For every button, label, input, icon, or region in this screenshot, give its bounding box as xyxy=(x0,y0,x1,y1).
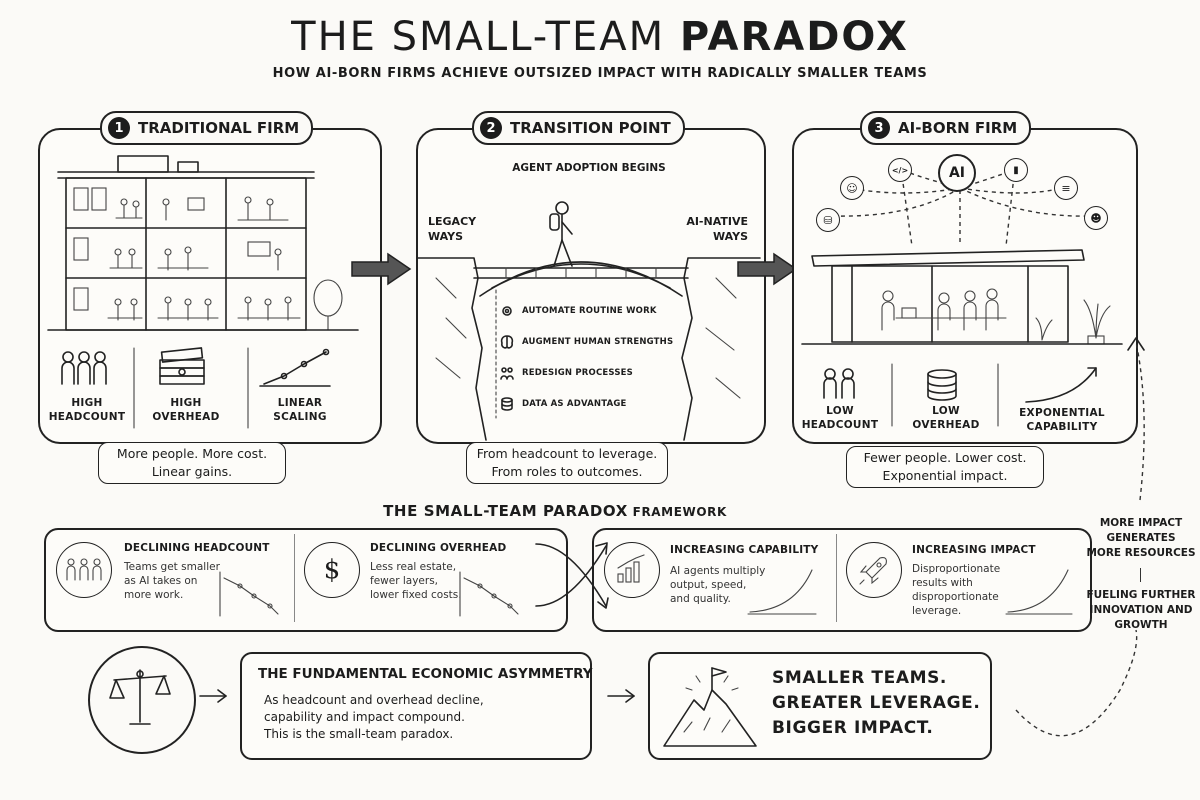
user-icon: ☻ xyxy=(1084,206,1108,230)
caption-transition: From headcount to leverage.From roles to… xyxy=(466,442,668,484)
modern-office-illustration xyxy=(801,249,1123,345)
people-icon xyxy=(61,351,107,385)
bridge-item-redesign: REDESIGN PROCESSES xyxy=(522,368,633,378)
declining-chart-icon xyxy=(459,571,519,617)
page-subtitle: HOW AI-BORN FIRMS ACHIEVE OUTSIZED IMPAC… xyxy=(272,66,928,81)
growth-bars-glyph xyxy=(617,554,645,583)
walking-person xyxy=(549,201,573,267)
caption-traditional: More people. More cost.Linear gains. xyxy=(98,442,286,484)
step-number-3: 3 xyxy=(868,117,890,139)
card-increasing-capability-heading: INCREASING CAPABILITY xyxy=(670,544,819,556)
card-declining-headcount-heading: DECLINING HEADCOUNT xyxy=(124,542,270,554)
coin-stack-icon xyxy=(927,369,957,401)
asymmetry-text: As headcount and overhead decline,capabi… xyxy=(264,693,484,741)
step-number-1: 1 xyxy=(108,117,130,139)
ai-hub-icon: AI xyxy=(938,154,976,192)
page-title: THE SMALL-TEAM PARADOX xyxy=(291,14,909,60)
panel-transition-point xyxy=(416,128,766,444)
rocket-glyph xyxy=(859,557,887,585)
panel-title-ai-born: 3 AI-BORN FIRM xyxy=(860,111,1032,145)
exponential-curve-icon xyxy=(1025,367,1097,403)
database-icon: ⛁ xyxy=(816,208,840,232)
declining-chart-icon xyxy=(219,571,279,617)
database-icon xyxy=(501,397,513,411)
framework-divider xyxy=(836,534,837,622)
divider-lines-panel3 xyxy=(891,363,999,427)
rising-curve-icon xyxy=(747,569,817,615)
ai-network-lines xyxy=(831,169,1093,247)
panel-title-traditional: 1 TRADITIONAL FIRM xyxy=(100,111,314,145)
label-agent-adoption: AGENT ADOPTION BEGINS xyxy=(512,162,666,174)
arrow-right-icon xyxy=(199,689,227,703)
process-people-icon xyxy=(500,367,514,380)
gear-icon xyxy=(502,306,512,316)
office-building-illustration xyxy=(47,155,359,331)
caption-ai-born: Fewer people. Lower cost.Exponential imp… xyxy=(846,446,1044,488)
bridge-cliff-illustration xyxy=(417,201,761,441)
asymmetry-title: THE FUNDAMENTAL ECONOMIC ASYMMETRY xyxy=(258,666,593,682)
bridge-item-augment: AUGMENT HUMAN STRENGTHS xyxy=(522,337,674,347)
crossing-arrows xyxy=(535,542,609,609)
arrow-right-icon xyxy=(607,689,635,703)
robot-icon: ☺ xyxy=(840,176,864,200)
framework-divider xyxy=(294,534,295,622)
feedback-loop-arrow xyxy=(1015,337,1145,737)
bar-chart-icon: ▮ xyxy=(1004,158,1028,182)
bridge-item-automate: AUTOMATE ROUTINE WORK xyxy=(522,306,657,316)
feedback-divider xyxy=(1140,568,1141,582)
conclusion-text: SMALLER TEAMS.GREATER LEVERAGE.BIGGER IM… xyxy=(772,668,981,738)
dollar-icon: $ xyxy=(304,542,360,598)
linear-scaling-chart-icon xyxy=(259,348,331,387)
panel-traditional-firm xyxy=(38,128,382,444)
scale-balance-icon xyxy=(88,646,196,754)
card-declining-overhead-heading: DECLINING OVERHEAD xyxy=(370,542,507,554)
arrow-right-icon xyxy=(351,252,412,286)
rising-curve-icon xyxy=(1005,569,1073,615)
mountain-flag-icon xyxy=(663,667,757,747)
growth-bars-icon xyxy=(604,542,660,598)
asymmetry-box xyxy=(240,652,592,760)
code-icon: </> xyxy=(888,158,912,182)
people-icon xyxy=(56,542,112,598)
framework-box-increasing xyxy=(592,528,1092,632)
scale-glyph xyxy=(109,669,171,725)
divider-lines-panel1 xyxy=(133,347,249,429)
rocket-icon xyxy=(846,542,902,598)
people-icon xyxy=(823,368,855,399)
step-number-2: 2 xyxy=(480,117,502,139)
bridge-item-data: DATA AS ADVANTAGE xyxy=(522,399,627,409)
brain-icon xyxy=(500,335,514,349)
people-glyph xyxy=(66,558,102,581)
framework-title: THE SMALL-TEAM PARADOX FRAMEWORK xyxy=(383,502,727,520)
money-stack-icon xyxy=(159,347,205,385)
document-icon: ≡ xyxy=(1054,176,1078,200)
card-declining-overhead-text: Less real estate,fewer layers,lower fixe… xyxy=(370,561,462,601)
panel-title-transition: 2 TRANSITION POINT xyxy=(472,111,685,145)
card-increasing-impact-heading: INCREASING IMPACT xyxy=(912,544,1036,556)
arrow-right-icon xyxy=(737,252,798,286)
